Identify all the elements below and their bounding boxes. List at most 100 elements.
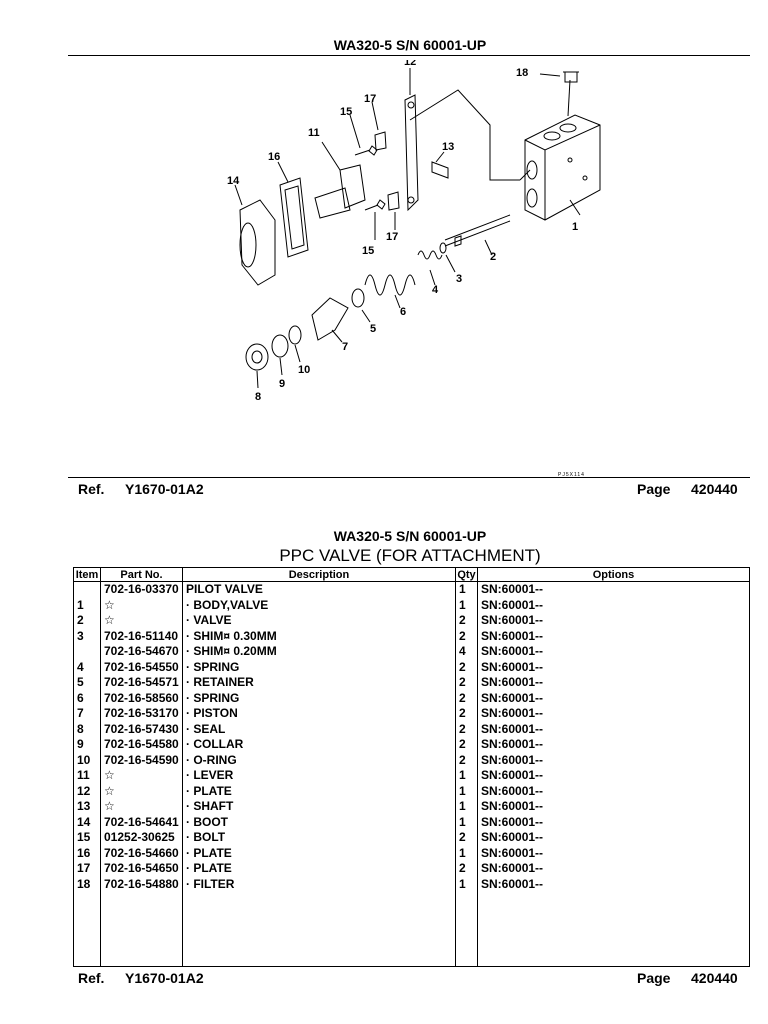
callout-1: 1 bbox=[572, 221, 578, 233]
callout-15a: 15 bbox=[340, 106, 352, 118]
description-cell: · PLATE bbox=[182, 845, 456, 861]
item-cell: 16 bbox=[73, 845, 101, 861]
part-number-cell: 702-16-51140 bbox=[100, 628, 183, 644]
description-cell: · O-RING bbox=[182, 752, 456, 768]
options-cell: SN:60001-- bbox=[477, 768, 750, 784]
item-cell: 1 bbox=[73, 597, 101, 613]
callout-18: 18 bbox=[516, 67, 528, 79]
part-number-cell: 702-16-54650 bbox=[100, 861, 183, 877]
part-number-cell: ☆ bbox=[100, 597, 183, 613]
item-cell: 11 bbox=[73, 768, 101, 784]
item-cell: 5 bbox=[73, 675, 101, 691]
options-cell: SN:60001-- bbox=[477, 675, 750, 691]
part-number-cell: ☆ bbox=[100, 783, 183, 799]
description-cell: · RETAINER bbox=[182, 675, 456, 691]
ref-label: Ref. bbox=[78, 481, 105, 497]
part-number-cell: 702-16-03370 bbox=[100, 581, 183, 598]
callout-16: 16 bbox=[268, 151, 280, 163]
page-number: 420440 bbox=[691, 481, 738, 497]
part-number-cell: 702-16-54580 bbox=[100, 737, 183, 753]
callout-3: 3 bbox=[456, 273, 462, 285]
item-cell: 10 bbox=[73, 752, 101, 768]
part-number-cell: 702-16-58560 bbox=[100, 690, 183, 706]
part-number-cell: 01252-30625 bbox=[100, 830, 183, 846]
empty-cell bbox=[73, 892, 101, 967]
options-cell: SN:60001-- bbox=[477, 799, 750, 815]
callout-11: 11 bbox=[308, 127, 320, 139]
ref-value: Y1670-01A2 bbox=[125, 481, 204, 497]
header-rule bbox=[68, 55, 750, 56]
description-cell: · PLATE bbox=[182, 861, 456, 877]
qty-cell: 2 bbox=[455, 706, 478, 722]
part-number-cell: 702-16-54571 bbox=[100, 675, 183, 691]
callout-17b: 17 bbox=[386, 231, 398, 243]
description-cell: · SEAL bbox=[182, 721, 456, 737]
parts-title: PPC VALVE (FOR ATTACHMENT) bbox=[279, 546, 541, 565]
description-cell: · SHIM¤ 0.20MM bbox=[182, 644, 456, 660]
part-number-cell: 702-16-54641 bbox=[100, 814, 183, 830]
qty-cell: 1 bbox=[455, 845, 478, 861]
qty-cell: 2 bbox=[455, 690, 478, 706]
description-cell: PILOT VALVE bbox=[182, 581, 456, 598]
options-cell: SN:60001-- bbox=[477, 876, 750, 892]
item-cell: 17 bbox=[73, 861, 101, 877]
item-cell: 7 bbox=[73, 706, 101, 722]
qty-cell: 4 bbox=[455, 644, 478, 660]
col-qty: Qty bbox=[455, 567, 478, 582]
exploded-parts-diagram: 1 2 3 4 5 6 7 8 9 10 11 12 13 14 15 15 1… bbox=[227, 60, 601, 403]
callout-14: 14 bbox=[227, 175, 240, 187]
page-label: Page bbox=[637, 481, 671, 497]
part-number-cell: 702-16-54660 bbox=[100, 845, 183, 861]
options-cell: SN:60001-- bbox=[477, 628, 750, 644]
part-number-cell: 702-16-54670 bbox=[100, 644, 183, 660]
item-cell: 4 bbox=[73, 659, 101, 675]
item-cell: 14 bbox=[73, 814, 101, 830]
options-cell: SN:60001-- bbox=[477, 706, 750, 722]
qty-cell: 2 bbox=[455, 675, 478, 691]
description-cell: · LEVER bbox=[182, 768, 456, 784]
col-item: Item bbox=[73, 567, 101, 582]
callout-9: 9 bbox=[279, 378, 285, 390]
diagram-bottom-rule bbox=[68, 477, 750, 478]
description-cell: · FILTER bbox=[182, 876, 456, 892]
parts-table: Item Part No. Description Qty Options 70… bbox=[73, 567, 750, 967]
options-cell: SN:60001-- bbox=[477, 814, 750, 830]
part-number-cell: 702-16-54550 bbox=[100, 659, 183, 675]
diagram-code: PJ5X114 bbox=[558, 472, 585, 478]
col-part-no: Part No. bbox=[100, 567, 183, 582]
description-cell: · PLATE bbox=[182, 783, 456, 799]
empty-cell bbox=[182, 892, 456, 967]
part-number-cell: 702-16-54590 bbox=[100, 752, 183, 768]
description-cell: · BODY,VALVE bbox=[182, 597, 456, 613]
item-cell: 6 bbox=[73, 690, 101, 706]
callout-6: 6 bbox=[400, 306, 406, 318]
callout-8: 8 bbox=[255, 391, 261, 403]
description-cell: · BOLT bbox=[182, 830, 456, 846]
callout-4: 4 bbox=[432, 284, 439, 296]
callout-13: 13 bbox=[442, 141, 454, 153]
description-cell: · SPRING bbox=[182, 690, 456, 706]
description-cell: · VALVE bbox=[182, 613, 456, 629]
qty-cell: 2 bbox=[455, 737, 478, 753]
empty-cell bbox=[455, 892, 478, 967]
ref-value-bottom: Y1670-01A2 bbox=[125, 970, 204, 986]
item-cell: 3 bbox=[73, 628, 101, 644]
empty-cell bbox=[477, 892, 750, 967]
qty-cell: 1 bbox=[455, 581, 478, 598]
empty-cell bbox=[100, 892, 183, 967]
page-number-bottom: 420440 bbox=[691, 970, 738, 986]
description-cell: · SHAFT bbox=[182, 799, 456, 815]
